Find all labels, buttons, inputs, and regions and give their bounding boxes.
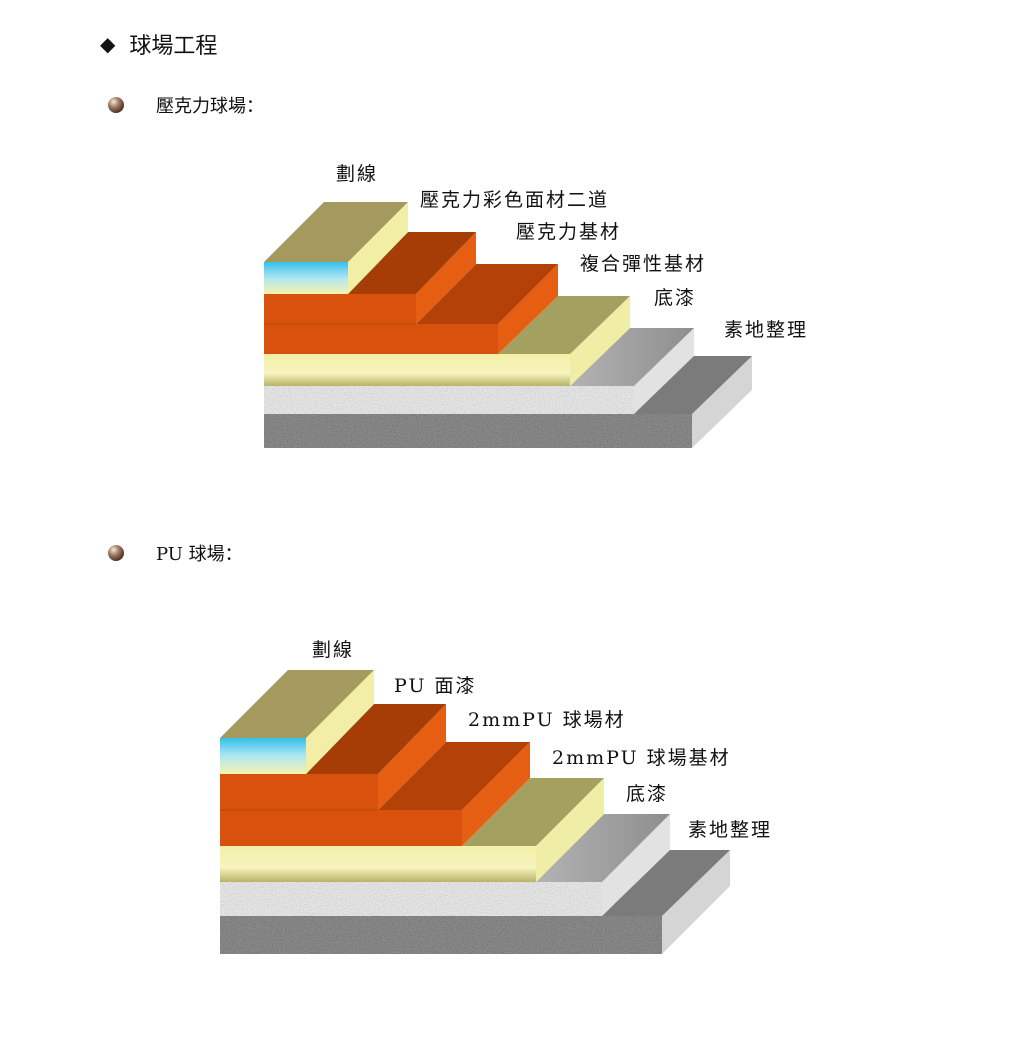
- acrylic-subheading: 壓克力球場：: [108, 92, 264, 118]
- section-title: 球場工程: [129, 34, 218, 59]
- pu-base-front: [220, 846, 536, 882]
- pu-base-side: [536, 778, 604, 882]
- acrylic-title: 壓克力球場：: [156, 96, 264, 117]
- acrylic-base-front: [264, 324, 498, 354]
- pu-layer-label: 素地整理: [688, 819, 772, 841]
- marking-top: [264, 202, 408, 262]
- sphere-bullet-icon: [108, 545, 124, 561]
- acrylic-layer-label: 劃線: [336, 163, 378, 185]
- acrylic-layer-label: 壓克力基材: [516, 221, 621, 243]
- acrylic-layer-label: 壓克力彩色面材二道: [420, 189, 609, 211]
- pu-layer-label: PU 面漆: [394, 675, 477, 697]
- pu-material-side: [462, 742, 530, 846]
- acrylic-diagram: 劃線 壓克力彩色面材二道 壓克力基材 複合彈性基材 底漆 素地整理: [264, 163, 808, 448]
- topcoat-top: [348, 232, 476, 294]
- ground-side: [662, 850, 730, 954]
- primer-top: [570, 328, 694, 386]
- topcoat-side: [416, 232, 476, 324]
- primer-side: [602, 814, 670, 916]
- pu-diagram: 劃線 PU 面漆 2mmPU 球場材 2mmPU 球場基材 底漆 素地整理: [220, 639, 772, 954]
- topcoat-front: [264, 294, 416, 324]
- primer-side: [634, 328, 694, 414]
- pu-topcoat-top: [306, 704, 446, 774]
- marking-front: [220, 738, 306, 774]
- acrylic-base-top: [416, 264, 558, 324]
- pu-layer-label: 2mmPU 球場基材: [552, 747, 731, 769]
- pu-title: PU 球場：: [156, 544, 243, 565]
- section-heading: ◆ 球場工程: [100, 28, 217, 60]
- acrylic-layer-label: 複合彈性基材: [580, 253, 706, 275]
- ground-top: [632, 356, 752, 414]
- sphere-bullet-icon: [108, 97, 124, 113]
- pu-topcoat-front: [220, 774, 378, 810]
- pu-layer-label: 2mmPU 球場材: [468, 709, 626, 731]
- ground-top: [602, 850, 730, 916]
- marking-top: [220, 670, 374, 738]
- acrylic-layer-label: 底漆: [654, 287, 696, 309]
- pu-base-top: [462, 778, 604, 846]
- pu-layer-label: 底漆: [626, 783, 668, 805]
- marking-front: [264, 262, 348, 294]
- elastic-side: [570, 296, 630, 386]
- elastic-top: [498, 296, 630, 354]
- acrylic-layer-label: 素地整理: [724, 319, 808, 341]
- pu-topcoat-side: [378, 704, 446, 810]
- acrylic-base-side: [498, 264, 558, 354]
- marking-side: [306, 670, 374, 774]
- primer-top: [536, 814, 670, 882]
- ground-side: [692, 356, 752, 448]
- pu-material-front: [220, 810, 462, 846]
- pu-layer-label: 劃線: [312, 639, 354, 661]
- marking-side: [348, 202, 408, 294]
- pu-subheading: PU 球場：: [108, 540, 243, 566]
- pu-material-top: [378, 742, 530, 810]
- diamond-bullet-icon: ◆: [100, 32, 116, 56]
- elastic-front: [264, 354, 570, 386]
